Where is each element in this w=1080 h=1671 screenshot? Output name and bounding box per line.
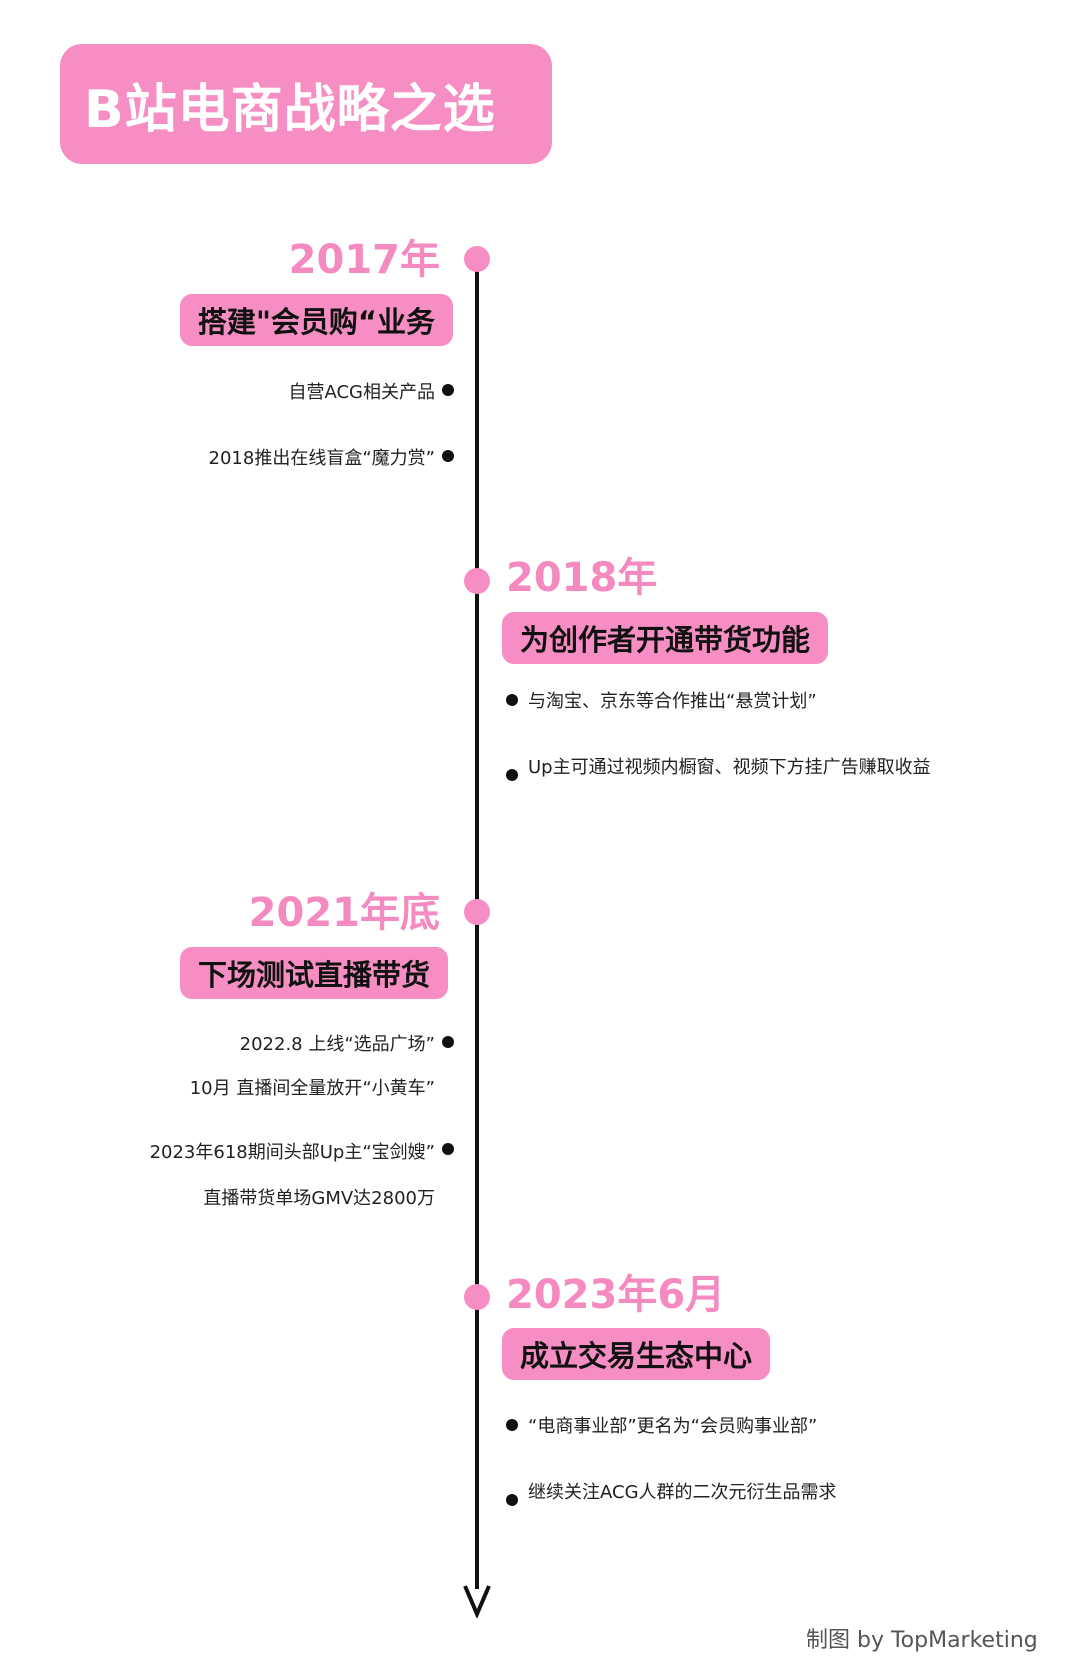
bullet-dot [442,450,454,462]
credit-text: 制图 by TopMarketing [806,1628,1038,1653]
milestone-item: 2022.8 上线“选品广场” [239,1034,435,1055]
milestone-headline: 搭建"会员购“业务 [197,305,435,339]
milestone-headline: 下场测试直播带货 [197,958,430,992]
bullet-dot [442,1143,454,1155]
title-banner: B站电商战略之选 [60,44,552,164]
milestone-year: 2018年 [506,555,658,601]
milestone-headline-pill: 下场测试直播带货 [179,947,448,999]
bullet-dot [506,1494,518,1506]
bullet-dot [506,1419,518,1431]
timeline-node-2023 [464,1284,490,1310]
milestone-item: 2018推出在线盲盒“魔力赏” [208,448,435,469]
bullet-dot [442,1036,454,1048]
milestone-year: 2023年6月 [506,1272,726,1318]
milestone-year: 2021年底 [248,890,440,936]
milestone-item: Up主可通过视频内橱窗、视频下方挂广告赚取收益 [528,757,931,778]
bullet-dot [506,769,518,781]
milestone-item: 10月 直播间全量放开“小黄车” [189,1078,435,1099]
timeline-node-2017 [464,246,490,272]
milestone-item: “电商事业部”更名为“会员购事业部” [528,1416,818,1437]
page-title: B站电商战略之选 [84,79,496,140]
timeline-node-2021 [464,899,490,925]
milestone-headline: 成立交易生态中心 [520,1339,753,1373]
timeline-node-2018 [464,568,490,594]
milestone-item: 与淘宝、京东等合作推出“悬赏计划” [528,691,817,712]
milestone-headline: 为创作者开通带货功能 [520,623,811,657]
milestone-headline-pill: 为创作者开通带货功能 [502,612,829,664]
milestone-item: 直播带货单场GMV达2800万 [203,1188,435,1209]
bullet-dot [506,694,518,706]
milestone-year: 2017年 [288,237,440,283]
milestone-item: 2023年618期间头部Up主“宝剑嫂” [149,1142,435,1163]
bullet-dot [442,384,454,396]
timeline-arrow-icon [463,1585,491,1618]
milestone-item: 继续关注ACG人群的二次元衍生品需求 [528,1482,837,1503]
milestone-item: 自营ACG相关产品 [288,382,435,403]
milestone-headline-pill: 搭建"会员购“业务 [179,294,453,346]
milestone-headline-pill: 成立交易生态中心 [502,1328,771,1380]
